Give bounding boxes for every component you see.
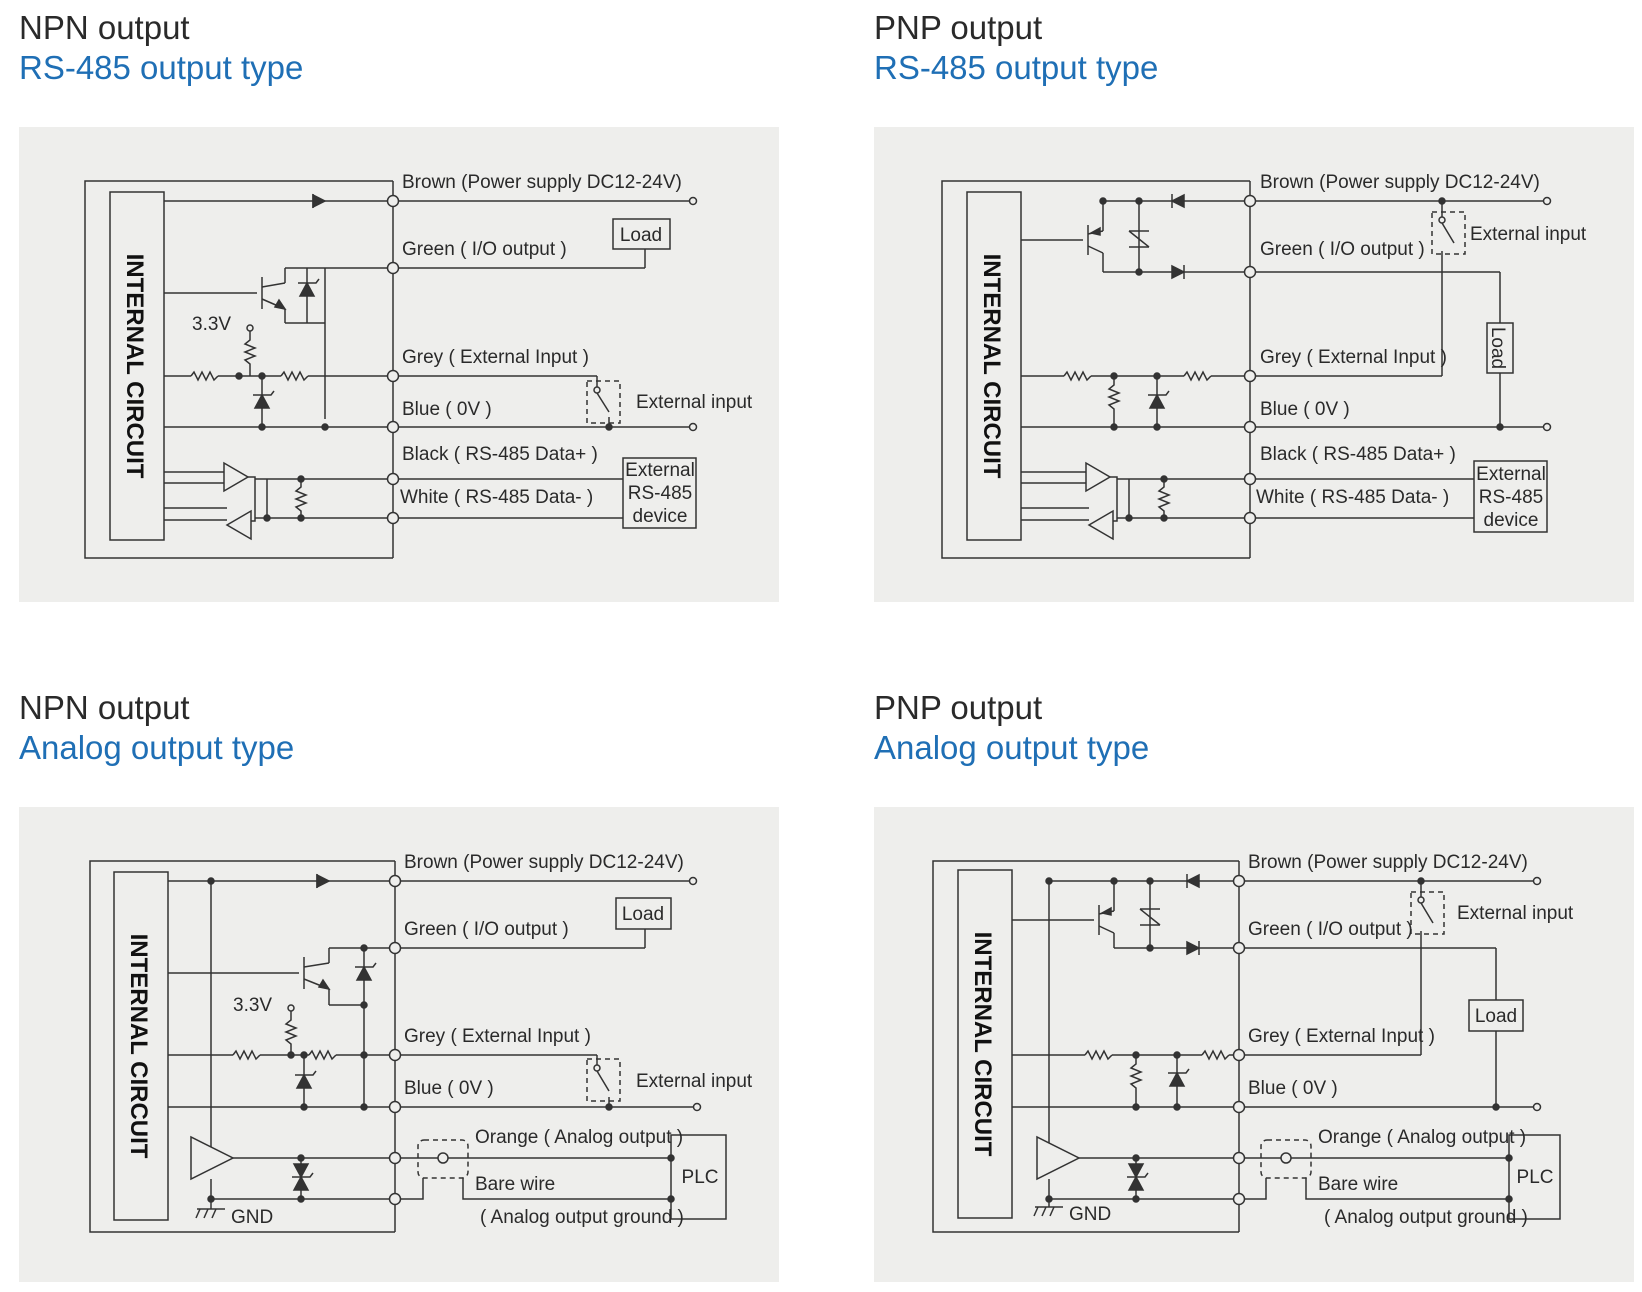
internal-circuit-frame bbox=[932, 860, 1240, 1233]
orange-wire-label: Orange ( Analog output ) bbox=[475, 1127, 683, 1148]
ext-device-line3: device bbox=[633, 506, 688, 527]
blue-wire bbox=[1021, 420, 1552, 434]
external-input-label: External input bbox=[1470, 224, 1587, 245]
panel-title: PNP output bbox=[874, 689, 1043, 726]
bare-wire-label: Bare wire bbox=[1318, 1174, 1398, 1195]
blue-wire-label: Blue ( 0V ) bbox=[1248, 1078, 1338, 1099]
internal-circuit-frame bbox=[84, 180, 394, 559]
panel-subtitle: RS-485 output type bbox=[874, 49, 1159, 86]
blue-wire bbox=[168, 1100, 702, 1114]
panel-title: NPN output bbox=[19, 689, 190, 726]
blue-wire bbox=[164, 420, 698, 434]
brown-wire-label: Brown (Power supply DC12-24V) bbox=[402, 172, 682, 193]
blue-wire-label: Blue ( 0V ) bbox=[1260, 399, 1350, 420]
bare-wire-sublabel: ( Analog output ground ) bbox=[1324, 1207, 1528, 1228]
panel-title: PNP output bbox=[874, 9, 1043, 46]
analog-output bbox=[190, 1134, 727, 1220]
green-wire-label: Green ( I/O output ) bbox=[1260, 239, 1425, 260]
wiring-diagram: INTERNAL CIRCUIT bbox=[874, 127, 1634, 602]
green-wire bbox=[1232, 941, 1524, 1107]
ext-device-line1: External bbox=[625, 460, 695, 481]
grey-wire-label: Grey ( External Input ) bbox=[402, 347, 589, 368]
internal-circuit-label: INTERNAL CIRCUIT bbox=[125, 934, 152, 1159]
panel-subtitle: Analog output type bbox=[874, 729, 1150, 766]
ext-device-line2: RS-485 bbox=[628, 483, 692, 504]
rs485-wires bbox=[164, 457, 697, 541]
white-wire-label: White ( RS-485 Data- ) bbox=[1256, 487, 1449, 508]
gnd-label: GND bbox=[1069, 1204, 1111, 1225]
green-wire-label: Green ( I/O output ) bbox=[402, 239, 567, 260]
internal-circuit-frame bbox=[89, 860, 396, 1233]
bare-wire-sublabel: ( Analog output ground ) bbox=[480, 1207, 684, 1228]
internal-circuit-label: INTERNAL CIRCUIT bbox=[121, 254, 148, 479]
grey-wire bbox=[168, 1004, 621, 1107]
load-label: Load bbox=[1475, 1006, 1517, 1027]
internal-circuit-label: INTERNAL CIRCUIT bbox=[978, 254, 1005, 479]
plc-label: PLC bbox=[1517, 1167, 1554, 1188]
load-label: Load bbox=[622, 904, 664, 925]
grey-wire-label: Grey ( External Input ) bbox=[1260, 347, 1447, 368]
wiring-diagram: INTERNAL CIRCUIT Brown (Power supply DC1… bbox=[19, 127, 779, 602]
grey-wire bbox=[164, 324, 621, 427]
green-wire bbox=[164, 218, 671, 419]
brown-wire-label: Brown (Power supply DC12-24V) bbox=[1248, 852, 1528, 873]
green-wire bbox=[1243, 265, 1514, 427]
brown-wire bbox=[168, 873, 698, 1147]
gnd-label: GND bbox=[231, 1207, 273, 1228]
panel-pnp-analog: PNP output Analog output type INTERNAL C… bbox=[874, 688, 1634, 1282]
plc-label: PLC bbox=[682, 1167, 719, 1188]
brown-wire-label: Brown (Power supply DC12-24V) bbox=[1260, 172, 1540, 193]
ext-device-line2: RS-485 bbox=[1479, 487, 1543, 508]
ext-device-line3: device bbox=[1484, 510, 1539, 531]
load-label: Load bbox=[1487, 327, 1508, 369]
green-wire bbox=[168, 897, 672, 1107]
blue-wire-label: Blue ( 0V ) bbox=[404, 1078, 494, 1099]
grey-wire-label: Grey ( External Input ) bbox=[1248, 1026, 1435, 1047]
grey-wire bbox=[1012, 1048, 1421, 1107]
white-wire-label: White ( RS-485 Data- ) bbox=[400, 487, 593, 508]
brown-wire bbox=[164, 193, 698, 209]
internal-circuit-label: INTERNAL CIRCUIT bbox=[969, 932, 996, 1157]
green-wire-label: Green ( I/O output ) bbox=[1248, 919, 1413, 940]
load-label: Load bbox=[620, 225, 662, 246]
wiring-diagram: INTERNAL CIRCUIT bbox=[874, 807, 1634, 1282]
green-wire-label: Green ( I/O output ) bbox=[404, 919, 569, 940]
panel-subtitle: Analog output type bbox=[19, 729, 295, 766]
ext-device-line1: External bbox=[1476, 464, 1546, 485]
panel-title: NPN output bbox=[19, 9, 190, 46]
black-wire-label: Black ( RS-485 Data+ ) bbox=[1260, 444, 1456, 465]
grey-wire bbox=[1021, 369, 1442, 427]
brown-wire bbox=[1021, 193, 1552, 376]
panel-npn-rs485: NPN output RS-485 output type INTERNAL C… bbox=[19, 8, 779, 602]
panel-pnp-rs485: PNP output RS-485 output type INTERNAL C… bbox=[874, 8, 1634, 602]
black-wire-label: Black ( RS-485 Data+ ) bbox=[402, 444, 598, 465]
external-input-label: External input bbox=[636, 1071, 753, 1092]
bare-wire-label: Bare wire bbox=[475, 1174, 555, 1195]
blue-wire bbox=[1012, 1100, 1542, 1114]
ref-voltage-label: 3.3V bbox=[233, 995, 272, 1016]
rs485-wires bbox=[1021, 460, 1548, 541]
brown-wire-label: Brown (Power supply DC12-24V) bbox=[404, 852, 684, 873]
panel-subtitle: RS-485 output type bbox=[19, 49, 304, 86]
panel-npn-analog: NPN output Analog output type INTERNAL C… bbox=[19, 688, 779, 1282]
ref-voltage-label: 3.3V bbox=[192, 314, 231, 335]
external-input-label: External input bbox=[1457, 903, 1574, 924]
brown-wire bbox=[1012, 873, 1542, 1147]
external-input-label: External input bbox=[636, 392, 753, 413]
orange-wire-label: Orange ( Analog output ) bbox=[1318, 1127, 1526, 1148]
blue-wire-label: Blue ( 0V ) bbox=[402, 399, 492, 420]
internal-circuit-frame bbox=[941, 180, 1251, 559]
grey-wire-label: Grey ( External Input ) bbox=[404, 1026, 591, 1047]
wiring-diagram: INTERNAL CIRCUIT Brown (Power supply DC1… bbox=[19, 807, 779, 1282]
analog-output bbox=[1033, 1134, 1561, 1220]
